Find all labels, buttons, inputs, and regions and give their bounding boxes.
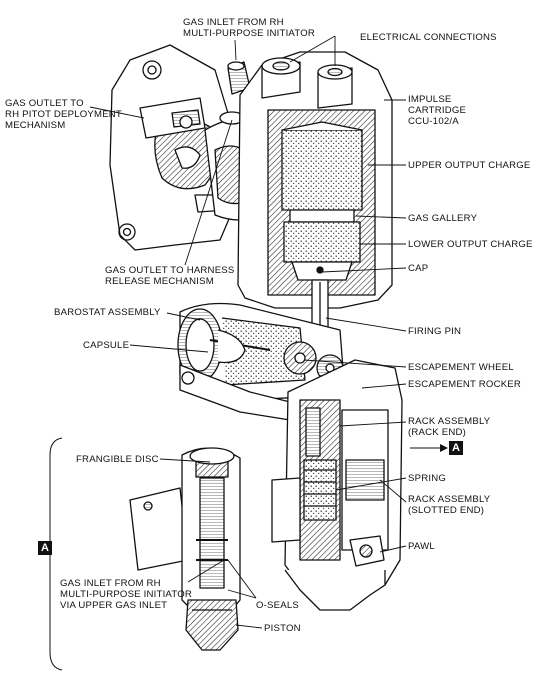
spring-coil bbox=[303, 459, 337, 521]
label-o-seals: O-SEALS bbox=[256, 600, 299, 611]
section-marker-right: A bbox=[449, 441, 463, 455]
barostat-drum bbox=[177, 302, 346, 401]
firing-pin-stem bbox=[311, 279, 329, 331]
label-cap: CAP bbox=[408, 263, 429, 274]
mounting-bracket bbox=[109, 44, 236, 251]
lower-mount-plate bbox=[271, 477, 386, 611]
label-escapement-rocker: ESCAPEMENT ROCKER bbox=[408, 379, 522, 390]
label-spring: SPRING bbox=[408, 473, 446, 484]
lower-output-charge-body bbox=[283, 221, 361, 263]
upper-output-charge-body bbox=[281, 129, 363, 211]
label-upper-output-charge: UPPER OUTPUT CHARGE bbox=[408, 160, 531, 171]
label-escapement-wheel: ESCAPEMENT WHEEL bbox=[408, 362, 514, 373]
leader-lines bbox=[89, 35, 440, 629]
label-firing-pin: FIRING PIN bbox=[408, 326, 462, 337]
label-rack-assembly-slotted-end: RACK ASSEMBLY(SLOTTED END) bbox=[408, 494, 491, 516]
gas-gallery-band bbox=[289, 209, 355, 223]
section-a-detail bbox=[129, 447, 241, 651]
label-gas-gallery: GAS GALLERY bbox=[408, 213, 478, 224]
label-barostat-assembly: BAROSTAT ASSEMBLY bbox=[54, 307, 161, 318]
rack-housing bbox=[284, 359, 403, 591]
label-frangible-disc: FRANGIBLE DISC bbox=[76, 454, 159, 465]
section-arrow bbox=[440, 444, 448, 452]
section-marker-left: A bbox=[38, 541, 52, 555]
pitot-outlet-fitting bbox=[139, 97, 206, 139]
piston-body bbox=[185, 599, 239, 651]
label-piston: PISTON bbox=[264, 623, 301, 634]
label-rack-assembly-rack-end: RACK ASSEMBLY(RACK END) bbox=[408, 416, 491, 438]
label-capsule: CAPSULE bbox=[83, 340, 130, 351]
label-lower-output-charge: LOWER OUTPUT CHARGE bbox=[408, 239, 533, 250]
label-pawl: PAWL bbox=[408, 541, 435, 552]
label-electrical-connections: ELECTRICAL CONNECTIONS bbox=[360, 32, 497, 43]
rack-teeth bbox=[305, 407, 321, 457]
cartridge-housing bbox=[237, 51, 393, 309]
